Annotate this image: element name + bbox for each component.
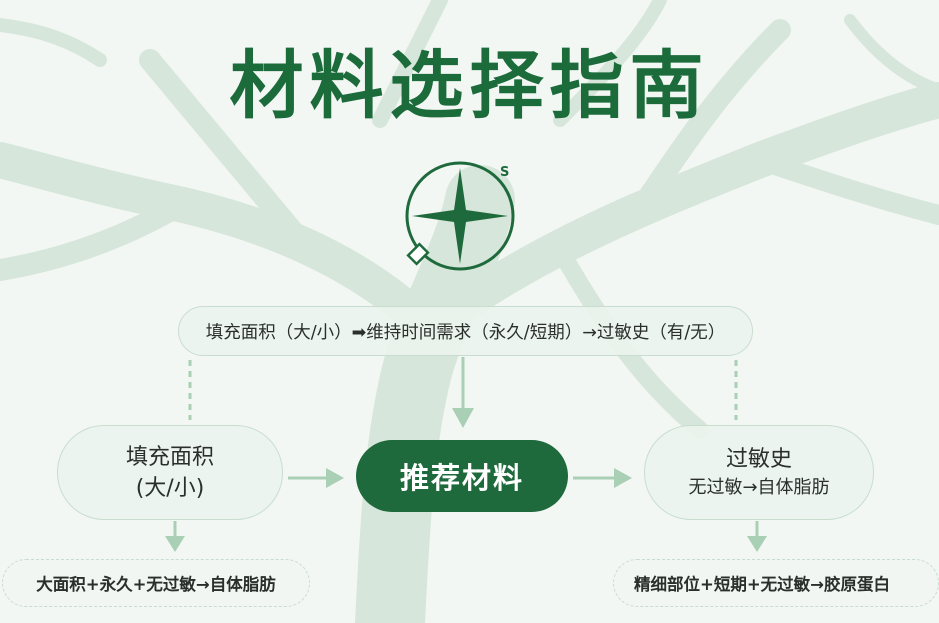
result-left-text: 大面积+永久+无过敏→自体脂肪 [36, 575, 276, 594]
allergy-node-subtitle: 无过敏→自体脂肪 [688, 476, 830, 498]
compass-s-label: S [500, 165, 509, 180]
area-node-title: 填充面积 [125, 444, 214, 470]
allergy-node-title: 过敏史 [725, 446, 792, 472]
recommended-material-node: 推荐材料 [356, 440, 568, 512]
result-left: 大面积+永久+无过敏→自体脂肪 [2, 559, 310, 607]
result-right: 精细部位+短期+无过敏→胶原蛋白 [613, 559, 939, 607]
area-node-subtitle: (大/小) [135, 475, 205, 501]
page-title: 材料选择指南 [229, 43, 710, 129]
criteria-text: 填充面积（大/小）➡维持时间需求（永久/短期）→过敏史（有/无） [205, 322, 726, 343]
area-node: 填充面积 (大/小) [57, 425, 283, 520]
allergy-node: 过敏史 无过敏→自体脂肪 [644, 425, 874, 520]
compass-icon: S [405, 161, 515, 271]
recommended-material-label: 推荐材料 [399, 461, 524, 495]
result-right-text: 精细部位+短期+无过敏→胶原蛋白 [634, 575, 890, 594]
criteria-bar: 填充面积（大/小）➡维持时间需求（永久/短期）→过敏史（有/无） [178, 306, 753, 356]
